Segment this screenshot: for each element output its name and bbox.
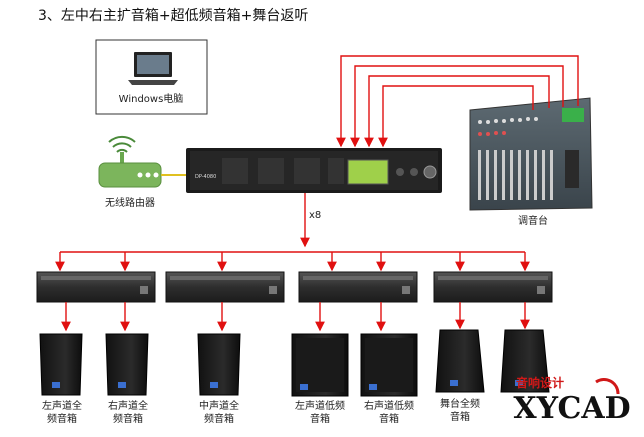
- amplifier-3: [298, 271, 418, 303]
- speaker-label-line: 右声道低频: [364, 399, 414, 412]
- headphone-arc-icon: [595, 378, 620, 395]
- amplifier-1: [36, 271, 156, 303]
- speaker-right-sub: [360, 333, 418, 397]
- speaker-label-line: 左声道低频: [295, 399, 345, 412]
- speaker-left-sub: [291, 333, 349, 397]
- amplifier-2: [165, 271, 285, 303]
- speaker-label-line: 音箱: [379, 412, 399, 425]
- speaker-label-line: 频音箱: [113, 412, 143, 425]
- computer-label: Windows电脑: [119, 92, 184, 105]
- speaker-center-full: [197, 333, 241, 396]
- watermark-tagline: 音响设计: [516, 375, 564, 390]
- speaker-labels: 左声道全 频音箱 右声道全 频音箱 中声道全 频音箱 左声道低频 音箱 右声道低…: [42, 397, 480, 425]
- mixer-faders: [478, 150, 553, 200]
- router-node: 无线路由器: [98, 135, 162, 209]
- processor-knob: [423, 165, 437, 179]
- speaker-label-line: 音箱: [310, 412, 330, 425]
- router-label: 无线路由器: [105, 196, 155, 209]
- xycad-watermark: 音响设计 XYCAD: [513, 375, 630, 426]
- amplifier-4: [433, 271, 553, 303]
- diagram-title: 3、左中右主扩音箱+超低频音箱+舞台返听: [38, 7, 308, 24]
- speaker-label-line: 左声道全: [42, 399, 82, 412]
- computer-node: Windows电脑: [95, 39, 208, 115]
- processor-to-amps-wiring: x8: [55, 193, 530, 272]
- processor-node: DP-4080: [186, 148, 442, 193]
- mixer-brand-plate: [562, 108, 584, 122]
- mixer-to-processor-wiring: [336, 55, 579, 148]
- speaker-label-line: 频音箱: [47, 412, 77, 425]
- watermark-brand: XYCAD: [513, 391, 630, 426]
- channel-multiplier: x8: [309, 210, 321, 221]
- processor-model: DP-4080: [195, 174, 216, 180]
- mixer-knobs: [478, 117, 538, 136]
- speaker-stage-monitor-2: [500, 329, 550, 393]
- speaker-stage-monitor-1: [435, 329, 485, 393]
- speaker-label-line: 频音箱: [204, 412, 234, 425]
- speaker-label-line: 右声道全: [108, 399, 148, 412]
- speaker-label-line: 音箱: [450, 410, 470, 423]
- mixer-label: 调音台: [518, 214, 548, 227]
- speaker-label-line: 中声道全: [199, 399, 239, 412]
- wifi-signal-icon: [108, 135, 136, 153]
- processor-display: [347, 159, 389, 185]
- laptop-icon: [128, 52, 178, 85]
- mixer-node: 调音台: [469, 97, 593, 227]
- speaker-left-full: [39, 333, 83, 396]
- amps-to-speakers-wiring: [61, 302, 530, 332]
- speaker-label-line: 舞台全频: [440, 397, 480, 410]
- processor-meters: [222, 158, 344, 184]
- speaker-right-full: [105, 333, 149, 396]
